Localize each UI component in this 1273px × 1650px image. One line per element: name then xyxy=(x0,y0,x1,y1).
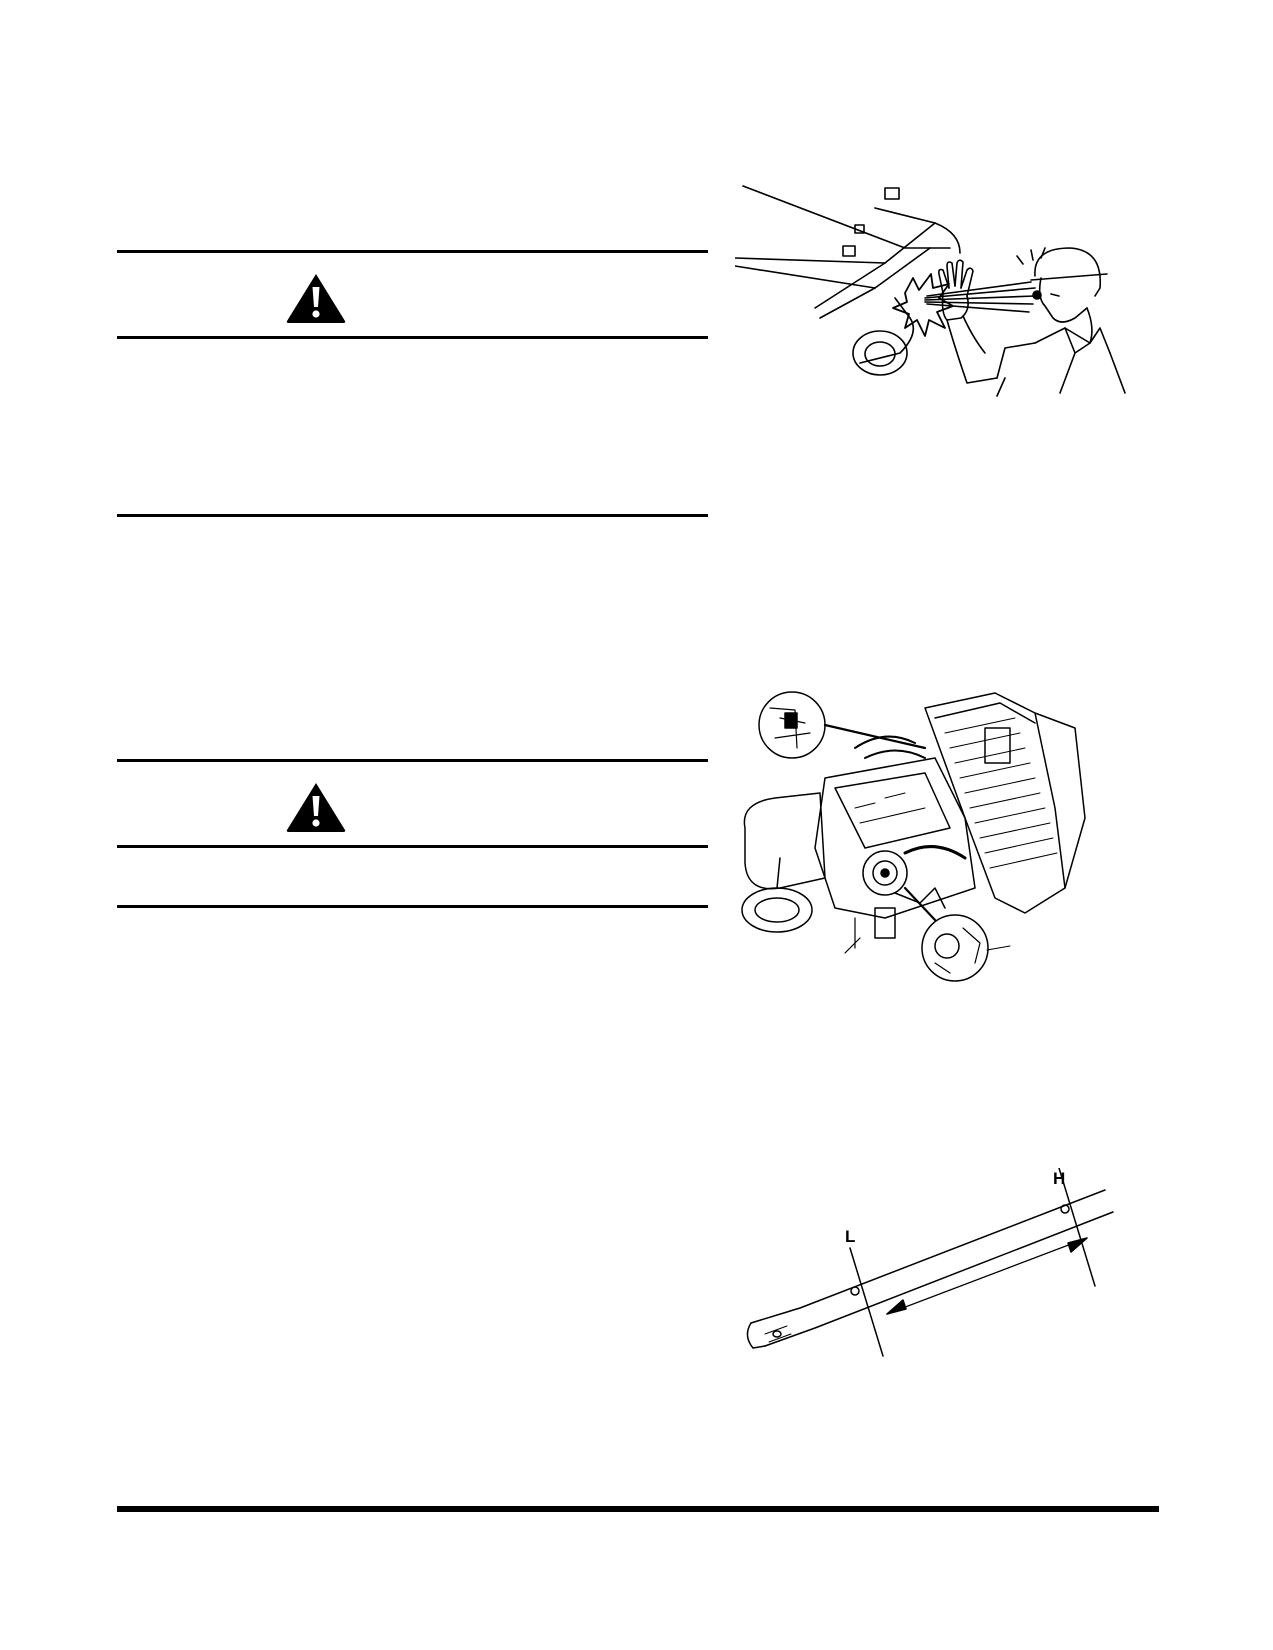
warning-2-bottom-rule xyxy=(117,845,708,848)
warning-2-top-rule xyxy=(117,759,708,762)
dipstick-low-label: L xyxy=(845,1227,855,1246)
engine-assembly-illustration xyxy=(741,691,1086,982)
hand-injection-hazard-illustration xyxy=(735,185,1126,397)
dipstick-illustration: L H xyxy=(746,1168,1114,1357)
footer-rule xyxy=(117,1506,1159,1512)
warning-1-top-rule xyxy=(117,250,708,253)
warning-triangle-icon xyxy=(286,783,346,832)
warning-2-end-rule xyxy=(117,905,708,908)
section-divider-rule xyxy=(117,514,708,517)
dipstick-high-label: H xyxy=(1053,1169,1065,1188)
warning-triangle-icon xyxy=(286,274,346,323)
warning-1-bottom-rule xyxy=(117,336,708,339)
